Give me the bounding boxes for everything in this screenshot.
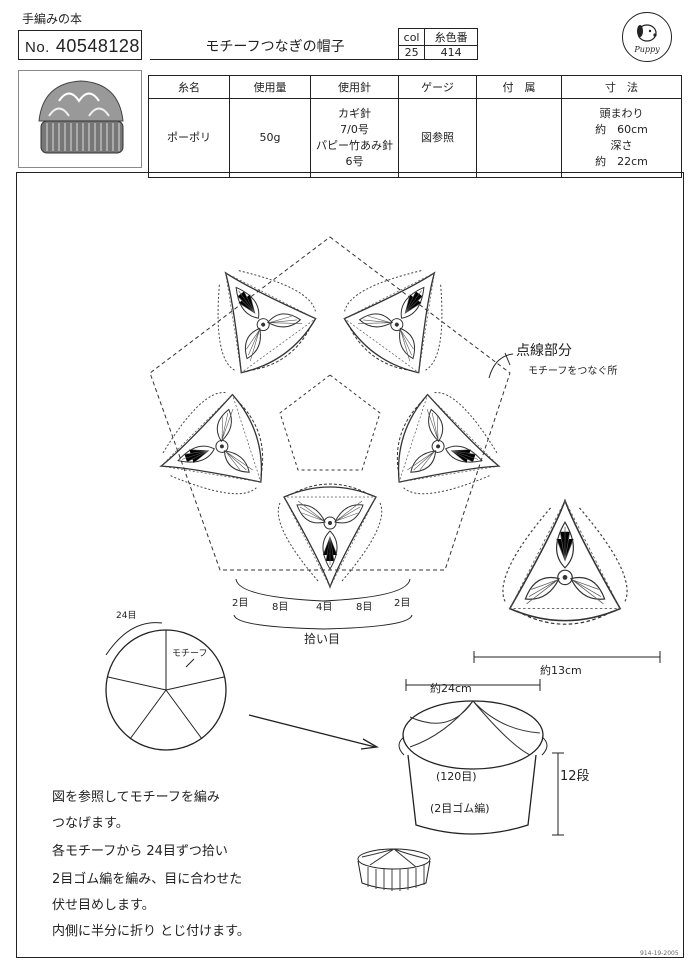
center-join-pentagon xyxy=(279,374,381,471)
dotted-sublabel: モチーフをつなぐ所 xyxy=(528,366,618,377)
header-accessories: 付 属 xyxy=(476,75,562,99)
hat-width: 約24cm xyxy=(430,682,472,695)
logo-text: Puppy xyxy=(634,45,660,54)
needle-line: パピー竹あみ針 xyxy=(316,139,393,152)
pickup-count: 2目 xyxy=(232,598,249,609)
color-no-value: 414 xyxy=(424,45,478,60)
note-line: 2目ゴム編を編み、目に合わせた xyxy=(52,872,243,887)
product-number: 40548128 xyxy=(55,36,140,56)
arrow-right-icon xyxy=(248,714,380,750)
needles-cell: カギ針 7/0号 パピー竹あみ針 6号 xyxy=(310,98,399,178)
dog-logo-icon xyxy=(636,24,657,42)
gauge-value: 図参照 xyxy=(398,98,477,178)
hat-stitches: (120目) xyxy=(436,770,477,783)
motif xyxy=(183,241,329,388)
spec-table: 糸名 使用量 使用針 ゲージ 付 属 寸 法 ポーポリ 50g カギ針 7/0号… xyxy=(148,75,682,178)
motif-assembly-diagram xyxy=(144,236,516,588)
needle-line: カギ針 xyxy=(338,107,371,120)
small-hat-sketch xyxy=(357,848,431,891)
header-size: 寸 法 xyxy=(561,75,682,99)
finished-hat-diagram xyxy=(398,679,564,836)
motif xyxy=(331,241,477,388)
hat-rib-label: (2目ゴム編) xyxy=(430,802,490,815)
product-number-prefix: No. xyxy=(25,39,50,56)
footer-code: 914-19-2005 xyxy=(640,950,679,957)
note-line: つなげます。 xyxy=(52,816,129,831)
col-label: col xyxy=(397,28,426,46)
size-cell: 頭まわり 約 60cm 深さ 約 22cm xyxy=(561,98,682,178)
note-line: 各モチーフから 24目ずつ拾い xyxy=(52,844,228,859)
pickup-count: 8目 xyxy=(272,602,289,613)
size-line: 約 22cm xyxy=(595,155,648,168)
page-title: モチーフつなぎの帽子 xyxy=(150,30,400,60)
header-yarn: 糸名 xyxy=(148,75,230,99)
size-line: 頭まわり xyxy=(599,107,644,120)
leader-line xyxy=(488,353,514,379)
yarn-amount: 50g xyxy=(229,98,311,178)
circle-top-label: 24目 xyxy=(116,611,137,621)
needle-line: 6号 xyxy=(345,155,364,168)
pickup-brackets xyxy=(233,578,413,630)
note-line: 図を参照してモチーフを編み xyxy=(52,790,220,805)
note-line: 伏せ目めします。 xyxy=(52,898,155,913)
note-line: 内側に半分に折り とじ付けます。 xyxy=(52,924,250,939)
circle-motif-label: モチーフ xyxy=(172,649,208,659)
col-value: 25 xyxy=(397,45,426,60)
accessories-value xyxy=(476,98,562,178)
product-number-box: No. 40548128 xyxy=(18,30,142,60)
dotted-join-outline xyxy=(149,236,511,571)
hat-rows: 12段 xyxy=(560,769,590,784)
pickup-label: 拾い目 xyxy=(304,632,341,646)
size-line: 約 60cm xyxy=(595,123,648,136)
needle-line: 7/0号 xyxy=(340,123,369,136)
yarn-name: ポーポリ xyxy=(148,98,230,178)
header-needles: 使用針 xyxy=(310,75,399,99)
single-motif-diagram xyxy=(473,499,661,663)
pickup-count: 2目 xyxy=(394,598,411,609)
header-gauge: ゲージ xyxy=(398,75,477,99)
motif xyxy=(277,483,383,588)
top-view-circle xyxy=(105,622,227,751)
diagram-frame xyxy=(16,172,684,958)
color-no-label: 糸色番 xyxy=(424,28,478,46)
pickup-count: 8目 xyxy=(356,602,373,613)
hat-photo-icon xyxy=(38,80,124,154)
puppy-logo: Puppy xyxy=(622,12,672,62)
hat-thumbnail xyxy=(18,70,142,168)
motif xyxy=(144,384,276,517)
motif-width: 約13cm xyxy=(540,664,582,677)
size-line: 深さ xyxy=(610,139,633,152)
dotted-label: 点線部分 xyxy=(516,343,572,359)
pickup-count: 4目 xyxy=(316,602,333,613)
book-label: 手編みの本 xyxy=(22,12,83,26)
header-amount: 使用量 xyxy=(229,75,311,99)
